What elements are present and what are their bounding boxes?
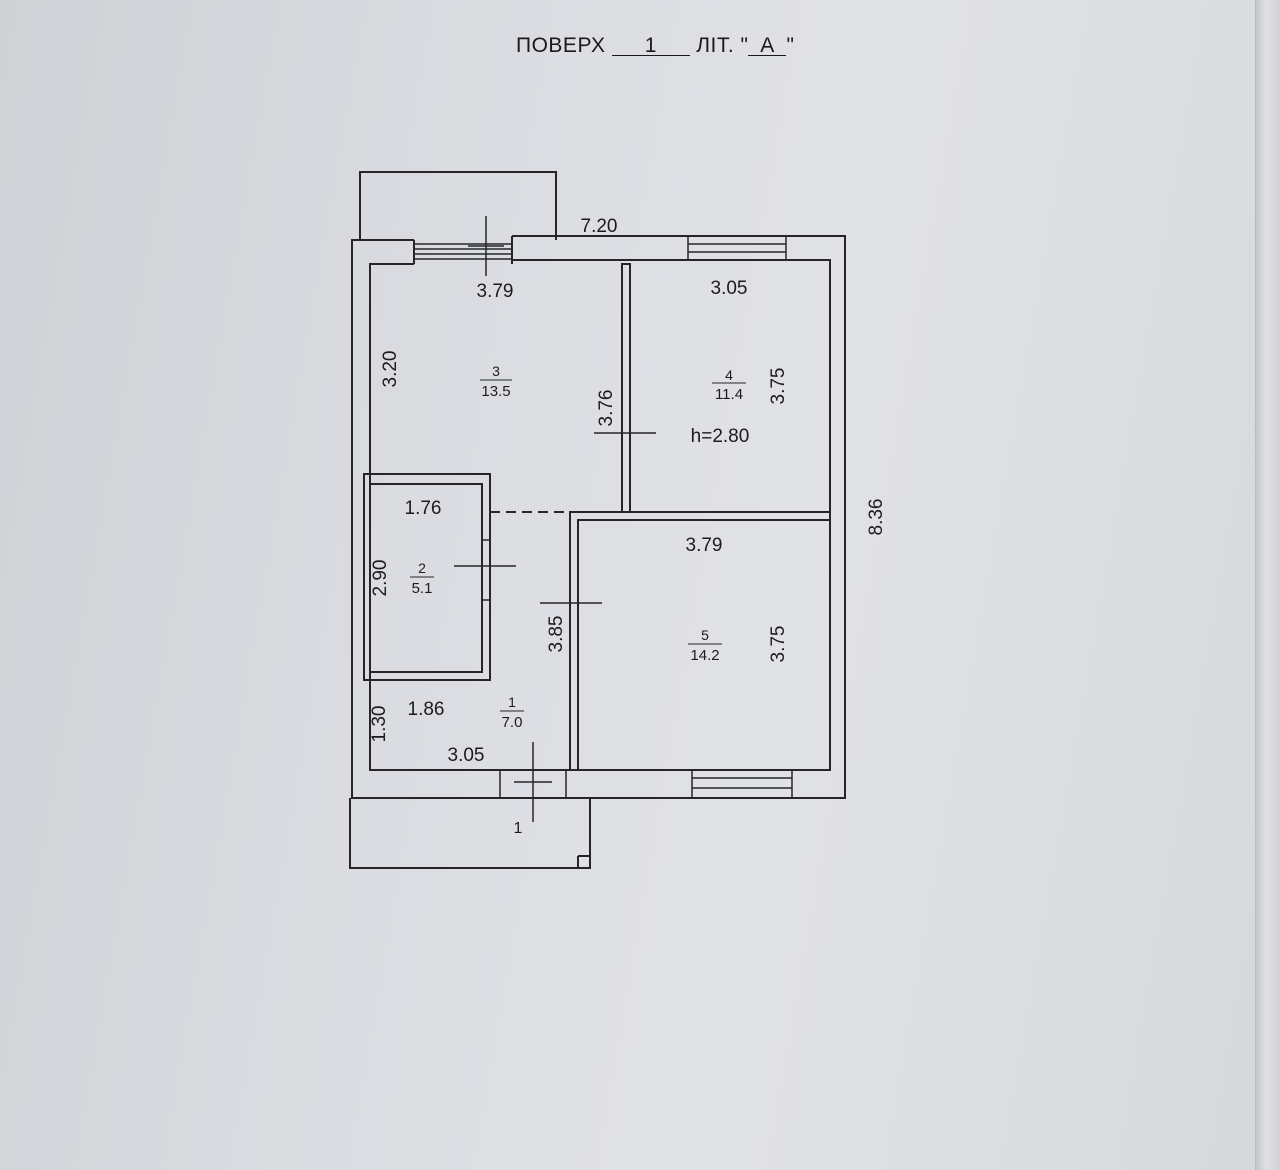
floor-value: 1 [611, 35, 690, 56]
room-4-area: 11.4 [715, 386, 743, 403]
room-2-area: 5.1 [412, 580, 433, 597]
balcony-top [359, 171, 557, 240]
lit-value: А [748, 35, 787, 56]
room-3-area: 13.5 [481, 383, 510, 400]
porch [349, 798, 591, 869]
room-2-number: 2 [418, 560, 426, 576]
room-1-number: 1 [508, 694, 516, 710]
room-2-inner [369, 483, 483, 673]
balcony-door [414, 243, 512, 260]
dim-room4-width: 3.05 [711, 278, 748, 299]
dim-room4-depth: 3.75 [768, 368, 789, 405]
inner-wall [369, 259, 831, 771]
dim-total-width: 7.20 [581, 216, 618, 237]
room-4-number: 4 [725, 367, 733, 383]
dim-room1-width: 1.86 [408, 699, 445, 720]
dim-total-depth: 8.36 [866, 499, 887, 536]
partition-4-5-inner [577, 519, 830, 770]
sheet-header: ПОВЕРХ 1 ЛІТ. "А" [516, 34, 795, 57]
entrance-label: 1 [514, 820, 523, 837]
dim-room3-depth: 3.20 [380, 351, 401, 388]
room-5-area: 14.2 [690, 647, 719, 664]
outer-wall [351, 235, 846, 799]
dim-room1-bottom: 3.05 [448, 745, 485, 766]
room-2-door [482, 539, 490, 601]
window-room-4 [687, 236, 787, 260]
dim-hall-wall: 3.85 [546, 616, 567, 653]
partition-3-4 [621, 263, 631, 513]
dim-room5-depth: 3.75 [768, 626, 789, 663]
window-room-5 [691, 770, 793, 798]
dim-room5-width: 3.79 [686, 535, 723, 556]
ceiling-height: h=2.80 [691, 426, 750, 447]
floor-label: ПОВЕРХ [516, 34, 606, 57]
entrance-door [499, 770, 567, 798]
dim-room1-depth: 1.30 [369, 706, 390, 743]
dim-room2-width: 1.76 [405, 498, 442, 519]
paper-edge [1255, 0, 1280, 1170]
dim-wall-3-4: 3.76 [596, 390, 617, 427]
partition-4-5 [569, 511, 830, 770]
dim-room2-depth: 2.90 [370, 560, 391, 597]
room-1-area: 7.0 [502, 714, 523, 731]
lit-label: ЛІТ. [696, 34, 735, 57]
section-markers [454, 216, 656, 822]
dim-room3-width: 3.79 [477, 281, 514, 302]
room-label-bars [410, 379, 746, 712]
room-2-outline [363, 473, 491, 681]
room-3-number: 3 [492, 363, 500, 379]
room-5-number: 5 [701, 627, 709, 643]
